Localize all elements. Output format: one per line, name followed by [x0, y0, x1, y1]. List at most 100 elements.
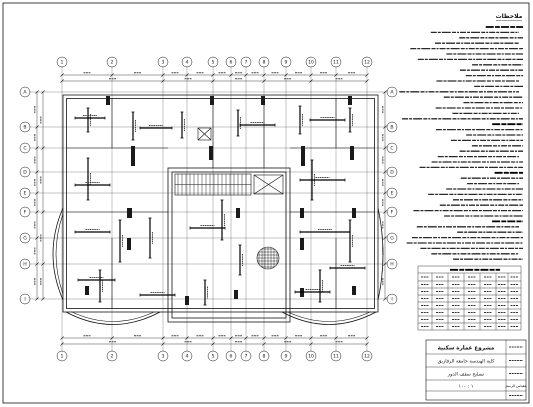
rebar-hook [298, 105, 302, 135]
stair-core-outer [167, 167, 291, 323]
dimension-tick [185, 73, 189, 77]
grid-bubble [386, 166, 398, 178]
grid-bubble [19, 142, 31, 154]
left-curved-balcony-inner [55, 213, 64, 295]
column [210, 96, 214, 105]
grid-bubble-label: C [23, 146, 26, 152]
rebar-hook [180, 111, 184, 139]
grid-bubble [240, 56, 252, 68]
grid-bubble [280, 56, 292, 68]
rebar-hook [310, 159, 314, 201]
rebar-hook [239, 123, 276, 127]
rebar-hook [86, 157, 90, 201]
grid-bubble [240, 350, 252, 362]
grid-bubble-label: 9 [285, 354, 288, 360]
dimension-tick [309, 73, 313, 77]
left-curved-balcony [52, 207, 64, 301]
service-shaft [197, 127, 212, 141]
title-block-scale: ١ : ١٠٠ [459, 385, 474, 390]
grid-bubble [106, 56, 118, 68]
grid-bubble-label: 12 [364, 60, 370, 66]
dimension-tick [383, 146, 387, 150]
grid-bubble [19, 206, 31, 218]
grid-bubble-label: D [23, 170, 27, 176]
dimension-tick [383, 125, 387, 129]
rebar-hook [139, 126, 173, 130]
dimension-tick [211, 73, 215, 77]
dimension-tick [244, 336, 248, 340]
grid-bubble [157, 56, 169, 68]
grid-bubble-label: 5 [212, 354, 215, 360]
rebar-hook [238, 244, 242, 276]
dimension-tick [110, 73, 114, 77]
rebar-hook [86, 107, 90, 133]
slab-reinforcement [74, 105, 366, 306]
grid-bubble-label: A [23, 90, 27, 96]
dimension-tick [35, 210, 39, 214]
dimension-tick [244, 73, 248, 77]
grid-bubble-label: 2 [111, 354, 114, 360]
rebar-hook [74, 183, 111, 187]
grid-bubble [386, 187, 398, 199]
grid-bubble [207, 350, 219, 362]
dimension-tick [161, 342, 165, 346]
title-block-organization: كلية الهندسة جامعة الزقازيق [438, 359, 495, 365]
right-curved-balcony [377, 207, 384, 301]
dimension-tick [309, 336, 313, 340]
elevator-shaft [253, 174, 284, 195]
bottom-left-balcony-inner [71, 311, 155, 322]
grid-bubble [19, 258, 31, 270]
interior-walls [66, 98, 375, 309]
dimension-tick [35, 297, 39, 301]
dimension-tick [262, 342, 266, 346]
dimension-tick [41, 262, 45, 266]
column [352, 286, 356, 295]
dimension-tick [35, 170, 39, 174]
grid-bubble-label: F [24, 210, 27, 216]
grid-bubble-label: 8 [263, 354, 266, 360]
grid-bubble-label: 3 [162, 354, 165, 360]
column [236, 208, 240, 218]
grid-bubble [361, 350, 373, 362]
rebar-hook [131, 111, 135, 141]
dimension-tick [334, 336, 338, 340]
rebar-hook [220, 199, 224, 241]
grid-bubble-label: B [23, 125, 26, 131]
column [127, 208, 132, 218]
column [234, 290, 238, 299]
dimension-tick [161, 79, 165, 83]
grid-bubble-label: E [391, 191, 394, 197]
dimension-tick [365, 336, 369, 340]
column [348, 96, 352, 105]
grid-bubble [225, 56, 237, 68]
dimension-lines [34, 72, 387, 346]
grid-bubble [305, 350, 317, 362]
dimension-tick [60, 336, 64, 340]
title-block: مشروع عمارة سكنية كلية الهندسة جامعة الز… [425, 339, 527, 401]
grid-bubble [386, 121, 398, 133]
schedule-table-frame [417, 265, 522, 331]
column [185, 296, 189, 305]
grid-bubble-label: 6 [230, 354, 233, 360]
dimension-tick [262, 336, 266, 340]
grid-bubble-label: 11 [333, 354, 339, 360]
rebar-hook [236, 109, 240, 137]
dimension-tick [383, 170, 387, 174]
bottom-left-balcony [65, 311, 161, 325]
dimension-tick [383, 210, 387, 214]
dimension-tick [35, 191, 39, 195]
dimension-tick [383, 297, 387, 301]
dimension-tick [365, 342, 369, 346]
grid-bubble-label: 4 [186, 354, 189, 360]
column [350, 146, 354, 160]
grid-bubble-label: B [390, 125, 393, 131]
grid-bubble-label: 10 [308, 354, 314, 360]
grid-bubble-label: C [390, 146, 393, 152]
grid-bubble-label: 7 [245, 354, 248, 360]
dimension-tick [284, 73, 288, 77]
dimension-tick [383, 236, 387, 240]
grid-bubble-label: 9 [285, 60, 288, 66]
rebar-hook [74, 116, 106, 120]
grid-bubble-label: 4 [186, 60, 189, 66]
dimension-tick [334, 73, 338, 77]
